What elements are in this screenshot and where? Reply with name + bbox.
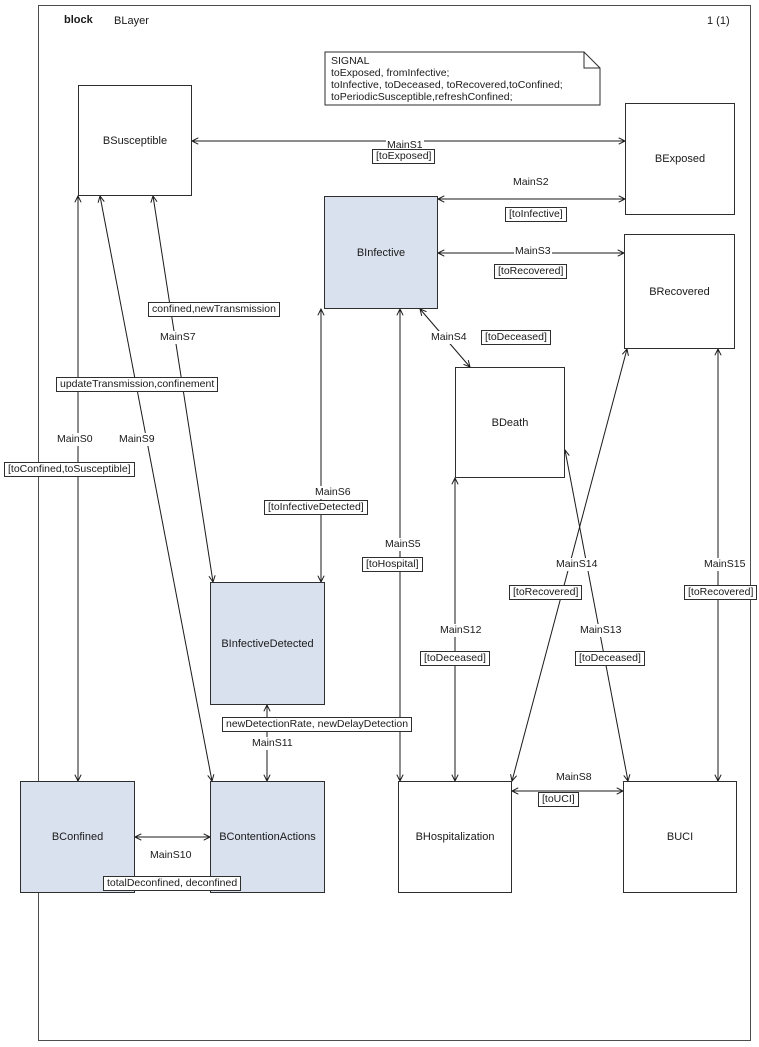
channel-mains11-name: MainS11: [251, 737, 294, 750]
block-bconfined[interactable]: BConfined: [20, 781, 135, 893]
block-bdeath-label: BDeath: [491, 416, 529, 429]
block-binfective-label: BInfective: [356, 246, 406, 259]
signal-note-line: toPeriodicSusceptible,refreshConfined;: [331, 91, 513, 103]
diagram-frame: [38, 5, 751, 1041]
channel-mains2-signal-box[interactable]: [toInfective]: [505, 207, 567, 222]
channel-mains2-name: MainS2: [512, 176, 550, 189]
channel-mains12-signal-box[interactable]: [toDeceased]: [420, 651, 490, 666]
signal-note-fold-icon: [583, 52, 600, 69]
block-binfective[interactable]: BInfective: [324, 196, 438, 309]
channel-mains1-name: MainS1: [386, 139, 424, 152]
channel-mains10-name: MainS10: [149, 849, 193, 862]
channel-mains0-name: MainS0: [56, 433, 94, 446]
channel-mains5-name: MainS5: [384, 538, 422, 551]
block-bsusceptible-label: BSusceptible: [102, 134, 168, 147]
signal-note-title: SIGNAL: [331, 55, 370, 67]
block-bhospitalization-label: BHospitalization: [415, 831, 495, 843]
channel-mains3-name: MainS3: [514, 245, 552, 258]
block-bsusceptible[interactable]: BSusceptible: [78, 85, 192, 196]
channel-mains13-line[interactable]: [562, 448, 631, 783]
channel-mains10-signal-box[interactable]: totalDeconfined, deconfined: [103, 876, 242, 891]
block-bhospitalization[interactable]: BHospitalization: [398, 781, 512, 893]
block-buci[interactable]: BUCI: [623, 781, 737, 893]
channel-mains15-name: MainS15: [703, 558, 747, 571]
channel-mains14-name: MainS14: [555, 558, 599, 571]
channel-mains9-name: MainS9: [118, 433, 156, 446]
block-bdeath[interactable]: BDeath: [455, 367, 565, 478]
channel-mains4-name: MainS4: [430, 331, 468, 344]
block-bcontentionactions[interactable]: BContentionActions: [210, 781, 325, 893]
channel-mains3-signal-box[interactable]: [toRecovered]: [494, 264, 568, 279]
channel-mains15-signal-box[interactable]: [toRecovered]: [684, 585, 758, 600]
signal-note[interactable]: SIGNAL toExposed, fromInfective; toInfec…: [331, 55, 563, 103]
channel-mains0-signal-box[interactable]: [toConfined,toSusceptible]: [4, 462, 135, 477]
channel-mains5-signal-box[interactable]: [toHospital]: [362, 557, 423, 572]
channel-mains13-name: MainS13: [579, 624, 623, 637]
channel-mains8-signal-box[interactable]: [toUCI]: [538, 792, 579, 807]
channel-mains1-signal-box[interactable]: [toExposed]: [372, 149, 436, 164]
block-buci-label: BUCI: [666, 831, 694, 843]
channel-mains7-signal-box[interactable]: confined,newTransmission: [148, 302, 280, 317]
channel-mains6-name: MainS6: [314, 486, 352, 499]
block-bconfined-label: BConfined: [51, 831, 104, 843]
page-number: 1 (1): [707, 15, 730, 27]
diagram-kind-label: block: [64, 14, 93, 26]
signal-note-line: toInfective, toDeceased, toRecovered,toC…: [331, 79, 563, 91]
signal-note-line: toExposed, fromInfective;: [331, 67, 450, 79]
channel-mains7-name: MainS7: [159, 331, 197, 344]
channel-mains9-line[interactable]: [97, 194, 215, 783]
block-binfectivedetected-label: BInfectiveDetected: [221, 637, 314, 650]
channel-mains9-signal-box[interactable]: updateTransmission,confinement: [56, 377, 219, 392]
block-bexposed-label: BExposed: [654, 153, 706, 165]
block-binfectivedetected[interactable]: BInfectiveDetected: [210, 582, 325, 705]
block-bcontentionactions-label: BContentionActions: [219, 831, 316, 843]
channel-mains8-name: MainS8: [555, 771, 593, 784]
channel-mains14-signal-box[interactable]: [toRecovered]: [509, 585, 583, 600]
channel-mains13-signal-box[interactable]: [toDeceased]: [575, 651, 645, 666]
block-bexposed[interactable]: BExposed: [625, 103, 735, 215]
diagram-name: BLayer: [114, 15, 149, 27]
channel-mains4-signal-box[interactable]: [toDeceased]: [481, 330, 551, 345]
block-brecovered-label: BRecovered: [649, 285, 710, 298]
channel-mains6-signal-box[interactable]: [toInfectiveDetected]: [264, 500, 368, 515]
signal-note-shape[interactable]: [324, 51, 601, 106]
channel-mains12-name: MainS12: [439, 624, 483, 637]
channel-mains11-signal-box[interactable]: newDetectionRate, newDelayDetection: [222, 717, 413, 732]
block-brecovered[interactable]: BRecovered: [624, 234, 735, 349]
